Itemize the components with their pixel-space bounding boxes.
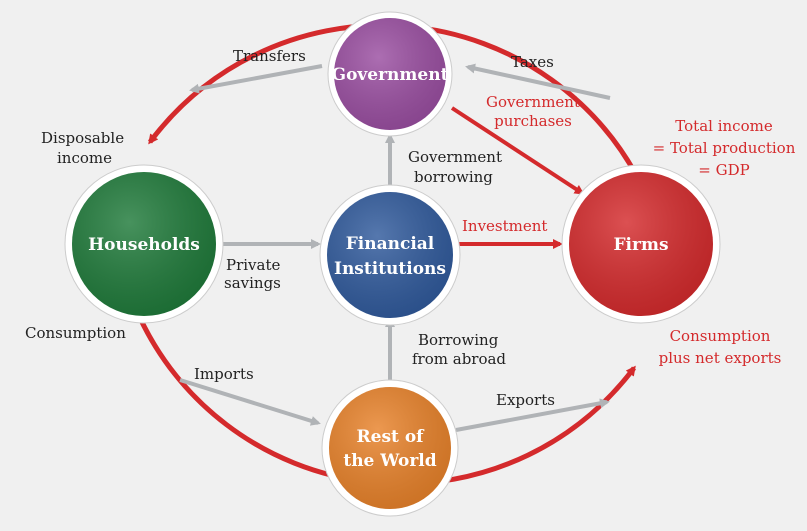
label-total-income-line3: = GDP [698,161,749,179]
label-private-savings-line1: Private [226,256,281,274]
label-total-income-line1: Total income [675,117,773,135]
label-gov-purchases-line1: Government [486,93,580,111]
label-consumption-net-exports-line1: Consumption [670,327,771,345]
label-exports: Exports [496,391,555,409]
node-firms: Firms [561,164,721,324]
flow-exports [455,398,610,432]
label-investment: Investment [462,217,547,235]
node-government: Government [327,11,453,137]
label-imports: Imports [194,365,254,383]
node-rest-of-world: Rest of the World [321,379,459,517]
financial-label-line2: Institutions [334,259,446,279]
label-borrowing-abroad-line1: Borrowing [418,331,499,349]
rest-of-world-label-line2: the World [343,451,436,471]
label-transfers: Transfers [233,47,306,65]
node-households: Households [64,164,224,324]
government-label: Government [332,65,449,85]
node-financial-institutions: Financial Institutions [319,184,461,326]
flow-gov-purchases [450,106,585,195]
label-consumption: Consumption [25,324,126,342]
label-private-savings-line2: savings [224,274,281,292]
flow-taxes [465,63,611,100]
flow-transfers [189,64,323,94]
label-taxes: Taxes [511,53,554,71]
flow-imports [179,378,321,426]
label-borrowing-abroad-line2: from abroad [412,350,506,368]
financial-label-line1: Financial [346,234,435,254]
label-gov-borrowing-line2: borrowing [414,168,493,186]
rest-of-world-label-line1: Rest of [357,427,426,447]
label-gov-borrowing-line1: Government [408,148,502,166]
label-disposable-income-line1: Disposable [41,129,124,147]
label-consumption-net-exports-line2: plus net exports [659,349,782,367]
households-label: Households [88,235,200,255]
label-disposable-income-line2: income [57,149,112,167]
label-gov-purchases-line2: purchases [494,112,572,130]
label-total-income-line2: = Total production [653,139,796,157]
firms-label: Firms [613,235,668,255]
